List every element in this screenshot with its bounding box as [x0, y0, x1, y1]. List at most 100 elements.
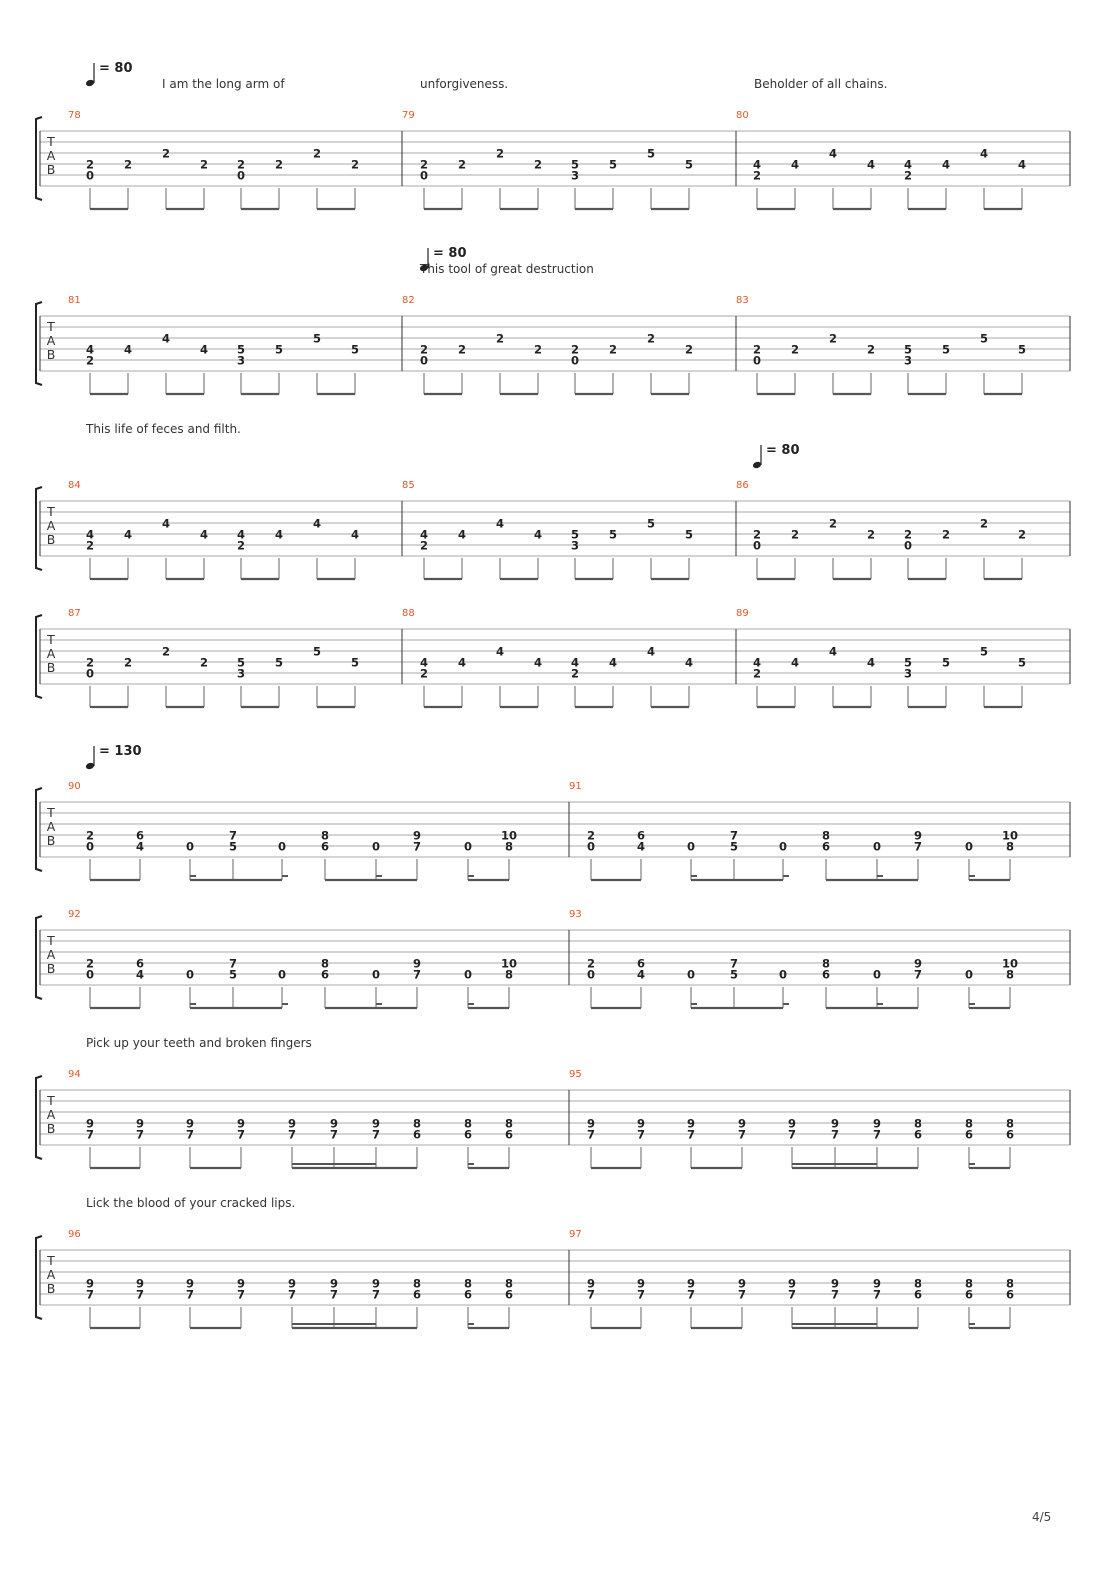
note-column: 20 [587, 829, 595, 880]
note-column: 4 [534, 656, 542, 707]
lyric-text: I am the long arm of [162, 77, 285, 91]
fret-number: 5 [685, 528, 693, 542]
fret-number: 6 [136, 957, 144, 971]
note-column: 64 [637, 829, 645, 880]
fret-number: 5 [980, 332, 988, 346]
note-column: 86 [1006, 1117, 1014, 1168]
fret-number: 3 [571, 169, 579, 183]
fret-number: 0 [779, 840, 787, 854]
note-column: 4 [496, 517, 504, 579]
note-column: 97 [873, 1277, 881, 1328]
note-column: 42 [571, 656, 579, 707]
fret-number: 4 [200, 343, 208, 357]
page-number: 4/5 [1032, 1510, 1052, 1524]
fret-number: 8 [505, 840, 513, 854]
fret-number: 5 [229, 840, 237, 854]
tab-clef-letter: T [46, 1253, 55, 1268]
fret-number: 4 [791, 656, 799, 670]
note-column: 0 [278, 968, 286, 1008]
note-column: 4 [351, 528, 359, 579]
fret-number: 5 [609, 158, 617, 172]
fret-number: 5 [571, 528, 579, 542]
note-column: 53 [237, 343, 245, 394]
fret-number: 7 [587, 1128, 595, 1142]
fret-number: 3 [904, 354, 912, 368]
fret-number: 2 [534, 343, 542, 357]
note-column: 2 [1018, 528, 1026, 579]
note-column: 97 [637, 1117, 645, 1168]
note-column: 4 [458, 656, 466, 707]
note-column: 5 [351, 656, 359, 707]
measure-number: 95 [569, 1069, 582, 1080]
note-column: 0 [464, 968, 472, 1008]
note-column: 0 [372, 968, 380, 1008]
note-column: 97 [587, 1117, 595, 1168]
note-column: 108 [1002, 829, 1018, 880]
fret-number: 4 [124, 528, 132, 542]
note-column: 42 [86, 343, 94, 394]
note-column: 97 [873, 1117, 881, 1168]
note-column: 86 [321, 957, 329, 1008]
lyric-text: unforgiveness. [420, 77, 508, 91]
note-column: 2 [496, 147, 504, 209]
fret-number: 5 [571, 158, 579, 172]
note-column: 20 [86, 158, 94, 209]
note-column: 4 [791, 158, 799, 209]
fret-number: 0 [587, 840, 595, 854]
fret-number: 2 [791, 528, 799, 542]
note-column: 108 [1002, 957, 1018, 1008]
note-column: 2 [791, 343, 799, 394]
fret-number: 0 [464, 968, 472, 982]
fret-number: 2 [867, 343, 875, 357]
note-column: 2 [867, 528, 875, 579]
fret-number: 6 [914, 1288, 922, 1302]
fret-number: 9 [237, 1117, 245, 1131]
tab-clef-letter: B [47, 833, 56, 848]
fret-number: 6 [822, 968, 830, 982]
note-column: 0 [965, 840, 973, 880]
fret-number: 9 [637, 1117, 645, 1131]
fret-number: 2 [458, 343, 466, 357]
lyric-text: This tool of great destruction [419, 262, 594, 276]
fret-number: 0 [779, 968, 787, 982]
quarter-note-icon [752, 461, 762, 469]
note-column: 0 [779, 968, 787, 1008]
fret-number: 0 [372, 840, 380, 854]
note-column: 42 [904, 158, 912, 209]
note-column: 97 [330, 1277, 338, 1328]
fret-number: 5 [313, 332, 321, 346]
fret-number: 4 [86, 343, 94, 357]
fret-number: 8 [321, 829, 329, 843]
fret-number: 4 [420, 528, 428, 542]
note-column: 86 [464, 1277, 472, 1328]
note-column: 97 [587, 1277, 595, 1328]
fret-number: 9 [288, 1117, 296, 1131]
fret-number: 3 [237, 354, 245, 368]
fret-number: 2 [162, 147, 170, 161]
lyric-text: Lick the blood of your cracked lips. [86, 1196, 295, 1210]
fret-number: 4 [420, 656, 428, 670]
fret-number: 8 [413, 1277, 421, 1291]
fret-number: 4 [867, 158, 875, 172]
note-column: 42 [420, 528, 428, 579]
fret-number: 7 [229, 957, 237, 971]
note-column: 5 [980, 332, 988, 394]
fret-number: 6 [505, 1288, 513, 1302]
fret-number: 2 [571, 667, 579, 681]
measure-number: 85 [402, 480, 415, 491]
note-column: 4 [829, 147, 837, 209]
fret-number: 9 [831, 1277, 839, 1291]
note-column: 2 [534, 158, 542, 209]
measure-number: 89 [736, 608, 749, 619]
note-column: 4 [124, 528, 132, 579]
system-bracket [35, 614, 43, 699]
fret-number: 5 [351, 656, 359, 670]
measure-number: 90 [68, 781, 81, 792]
fret-number: 2 [647, 332, 655, 346]
